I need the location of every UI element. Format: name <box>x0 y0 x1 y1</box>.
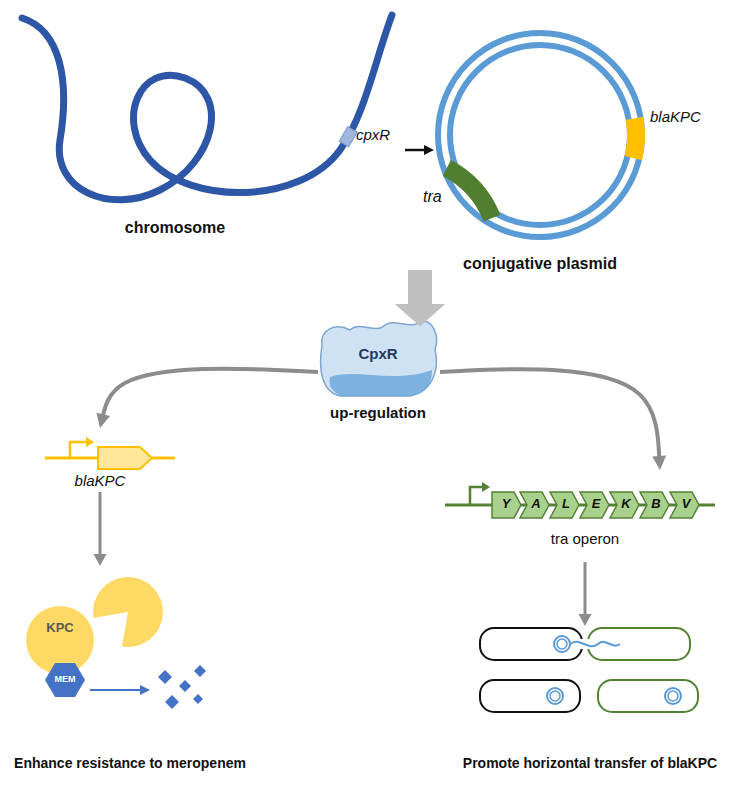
plasmid-icon <box>550 691 560 701</box>
connector-line <box>584 562 587 619</box>
tra-region <box>441 168 498 218</box>
operon-genes <box>492 492 699 518</box>
gene-letter: V <box>682 497 691 512</box>
conjugative-plasmid: tra blaKPC conjugative plasmid <box>418 15 720 290</box>
connector-arrow <box>395 270 445 326</box>
node-caption: conjugative plasmid <box>463 255 617 273</box>
gene-arrow <box>520 492 549 518</box>
meropenem-hexagon <box>45 663 85 697</box>
gene-letter: B <box>651 497 660 512</box>
connector-line <box>440 369 660 461</box>
promoter-arrowhead <box>482 482 490 492</box>
recipient-cell <box>588 628 690 660</box>
tra-operon: Y A L E K B Vtra operon <box>440 470 720 560</box>
promoter-arrow <box>470 487 482 505</box>
gene-letter: Y <box>502 497 511 512</box>
conjugation: Promote horizontal transfer of blaKPC <box>440 626 745 786</box>
blakpc-gene: blaKPC <box>30 428 190 492</box>
gene-label: tra <box>423 188 442 206</box>
plasmid-outer-strand <box>438 33 642 237</box>
cpxr-protein: CpxR up-regulation <box>305 318 455 433</box>
fragment <box>158 670 172 684</box>
outcome-caption: Promote horizontal transfer of blaKPC <box>463 755 717 771</box>
arrowhead <box>579 614 592 626</box>
cpxr-locus <box>339 127 357 147</box>
node-caption: tra operon <box>551 530 619 547</box>
outcome-caption: Enhance resistance to meropenem <box>14 755 246 771</box>
node-caption: up-regulation <box>330 404 426 421</box>
node-caption: chromosome <box>125 219 225 237</box>
gene-label: blaKPC <box>650 108 701 125</box>
connector-arrow <box>94 492 107 566</box>
cpxr-protein <box>321 321 437 396</box>
gene-letter: L <box>562 497 570 512</box>
gene-arrow <box>640 492 669 518</box>
enzyme-label: KPC <box>46 621 73 636</box>
plasmid-icon <box>547 688 563 704</box>
fragment <box>193 694 203 704</box>
connector-line <box>99 492 102 559</box>
hydrolysis-arrow <box>90 689 142 691</box>
fragment <box>165 695 179 709</box>
plasmid-icon <box>665 688 681 704</box>
chromosome: cpxR chromosome <box>5 5 405 250</box>
gene-arrow <box>550 492 579 518</box>
connector-arrow <box>395 270 445 326</box>
gene-label: blaKPC <box>75 472 126 489</box>
gene-arrow <box>492 492 521 518</box>
gene-letter: E <box>592 497 601 512</box>
transferring-dna <box>570 642 620 647</box>
cpxr-protein-shade <box>330 370 433 396</box>
arrowhead <box>395 304 445 326</box>
donor-cell <box>480 680 580 712</box>
promoter-arrowhead <box>86 437 94 447</box>
gene-arrow <box>610 492 639 518</box>
arrowhead <box>652 456 666 470</box>
kpc-hydrolysis: KPC MEM Enhance resistance to meropenem <box>3 566 265 781</box>
arrowhead <box>96 413 110 428</box>
gene-arrow <box>98 447 152 469</box>
transconjugant-cell <box>598 680 698 712</box>
meropenem-fragments <box>158 665 206 709</box>
dna-line <box>445 504 715 507</box>
connector-arrow <box>96 369 318 428</box>
donor-cell <box>480 628 582 660</box>
gene-arrow <box>670 492 699 518</box>
plasmid-icon <box>554 636 570 652</box>
arrowhead <box>424 145 434 155</box>
connector-arrow <box>579 562 592 626</box>
drug-label: MEM <box>55 674 76 684</box>
protein-label: CpxR <box>358 345 397 362</box>
kpc-enzyme-open <box>93 577 163 647</box>
fragment <box>194 665 206 677</box>
arrowhead <box>395 304 445 326</box>
gene-arrow <box>580 492 609 518</box>
gene-label: cpxR <box>356 126 390 143</box>
blakpc-region <box>633 118 636 158</box>
connector-arrow <box>405 145 434 155</box>
promoter-arrow <box>70 442 86 458</box>
chromosome-strand <box>22 15 392 200</box>
plasmid-icon <box>557 639 567 649</box>
fragment <box>179 680 191 692</box>
connector-arrow <box>440 369 666 470</box>
hydrolysis-arrowhead <box>140 685 150 695</box>
arrowhead <box>94 554 107 566</box>
gene-letter: K <box>621 497 630 512</box>
connector-line <box>102 369 318 420</box>
gene-letter: A <box>531 497 540 512</box>
plasmid-icon <box>668 691 678 701</box>
